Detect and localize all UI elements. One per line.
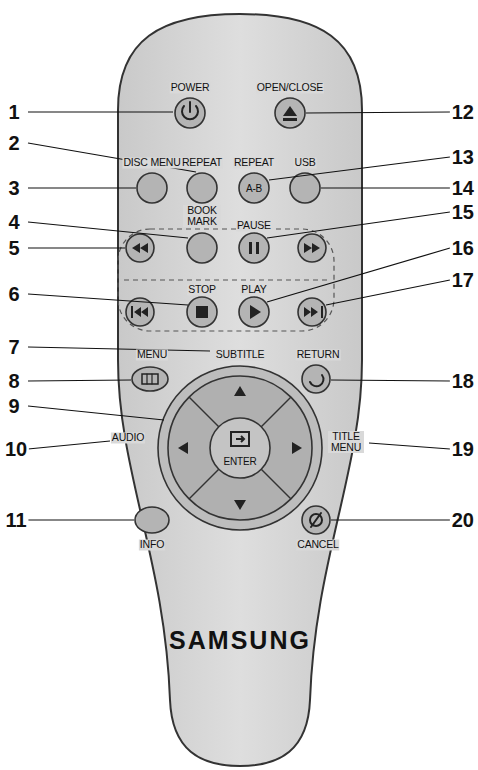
callout-number: 12 <box>450 101 476 124</box>
button-label: REPEAT <box>181 157 223 168</box>
button-label: PAUSE <box>236 220 272 231</box>
button-label: DISC MENU <box>122 157 181 168</box>
button-label: POWER <box>170 82 211 93</box>
callout-number: 8 <box>6 370 21 393</box>
button-label: USB <box>294 157 317 168</box>
callout-number: 2 <box>6 132 21 155</box>
button-label: MENU <box>136 349 168 360</box>
button-label: BOOK MARK <box>183 205 221 227</box>
callout-number: 9 <box>6 395 21 418</box>
button-label: A-B <box>245 184 263 195</box>
button-label: REPEAT <box>233 157 275 168</box>
button-label: PLAY <box>240 284 267 295</box>
callout-number: 16 <box>450 237 476 260</box>
button-label: TITLE MENU <box>328 431 364 453</box>
callout-number: 4 <box>6 211 21 234</box>
callout-number: 19 <box>450 438 476 461</box>
callout-number: 6 <box>6 283 21 306</box>
callout-number: 14 <box>450 177 476 200</box>
callout-number: 1 <box>6 101 21 124</box>
callout-number: 17 <box>450 269 476 292</box>
brand-logo: SAMSUNG <box>169 626 311 655</box>
button-label: CANCEL <box>296 539 339 550</box>
callout-number: 18 <box>450 370 476 393</box>
callout-number: 20 <box>450 509 476 532</box>
button-label: STOP <box>187 284 217 295</box>
callout-number: 7 <box>6 336 21 359</box>
button-label: SUBTITLE <box>215 349 266 360</box>
callout-number: 5 <box>6 237 21 260</box>
button-label: RETURN <box>296 349 341 360</box>
callout-number: 10 <box>3 438 29 461</box>
button-label: INFO <box>139 539 165 550</box>
callout-number: 15 <box>450 201 476 224</box>
callout-number: 11 <box>3 509 28 532</box>
callout-number: 3 <box>6 177 21 200</box>
button-label: AUDIO <box>111 432 145 443</box>
button-label: OPEN/CLOSE <box>256 82 324 93</box>
callout-number: 13 <box>450 146 476 169</box>
button-label: ENTER <box>223 457 258 468</box>
